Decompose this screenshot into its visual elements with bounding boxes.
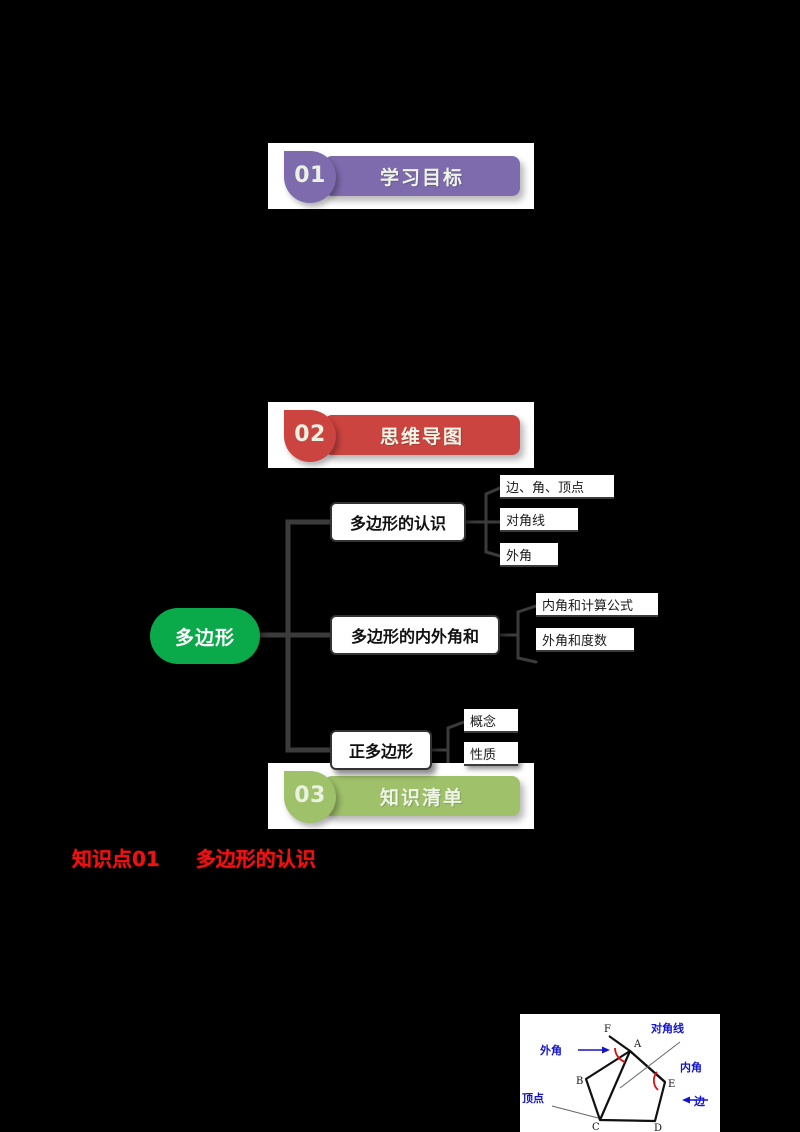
section-banner-02: 02 思维导图 (268, 402, 534, 468)
section-title-01: 学习目标 (379, 166, 464, 189)
mindmap-leaf-3-1: 概念 (464, 709, 518, 733)
annotation-side: 边 (693, 1094, 706, 1108)
knowledge-point-heading: 知识点01 多边形的认识 (72, 843, 316, 872)
section-banner-03: 03 知识清单 (268, 763, 534, 829)
exterior-ray-AF (608, 1035, 631, 1052)
section-title-pill-02: 思维导图 (324, 415, 520, 455)
mindmap-leaf-label-1-3: 外角 (506, 548, 533, 564)
knowledge-point-title: 多边形的认识 (195, 847, 316, 871)
vertex-label-E: E (668, 1079, 675, 1090)
polygon-figure-svg: F A B C D E 外角 对角线 内角 顶点 边 (522, 1021, 708, 1132)
section-title-02: 思维导图 (379, 425, 464, 448)
exterior-angle-arc (614, 1047, 626, 1063)
section-number-badge-01: 01 (284, 151, 336, 203)
mindmap-leaf-label-2-1: 内角和计算公式 (542, 598, 634, 614)
diagonal-AC (598, 1050, 632, 1121)
section-number-badge-02: 02 (284, 410, 336, 462)
annotation-vertex: 顶点 (522, 1091, 544, 1105)
section-title-pill-01: 学习目标 (324, 156, 520, 196)
mindmap-leaf-label-3-1: 概念 (470, 714, 497, 730)
section-number-badge-03: 03 (284, 771, 336, 823)
section-title-03: 知识清单 (379, 786, 464, 809)
mindmap-leaf-1-2: 对角线 (500, 508, 578, 532)
mindmap-branch-node-3: 正多边形 (330, 730, 432, 770)
annotation-diagonal: 对角线 (651, 1021, 684, 1035)
mindmap-leaf-1-1: 边、角、顶点 (500, 475, 614, 499)
section-banner-01: 01 学习目标 (268, 143, 534, 209)
mindmap-leaf-2-2: 外角和度数 (536, 628, 634, 652)
section-title-pill-03: 知识清单 (324, 776, 520, 816)
mindmap-leaf-2-1: 内角和计算公式 (536, 593, 658, 617)
mindmap-leaf-label-2-2: 外角和度数 (542, 633, 608, 649)
interior-angle-arc (652, 1071, 659, 1091)
mindmap-leaf-1-3: 外角 (500, 543, 558, 567)
mindmap-branch-label-2: 多边形的内外角和 (350, 627, 479, 646)
mindmap-leaf-label-3-2: 性质 (470, 747, 497, 763)
mindmap-leaf-label-1-1: 边、角、顶点 (506, 480, 585, 496)
section-number-03: 03 (294, 783, 326, 808)
vertex-label-D: D (654, 1123, 662, 1132)
knowledge-point-prefix: 知识点01 (72, 847, 160, 871)
mindmap-connectors (255, 486, 538, 776)
mindmap-branch-node-2: 多边形的内外角和 (330, 615, 500, 655)
side-arrow-head (682, 1096, 690, 1104)
vertex-label-C: C (592, 1122, 600, 1132)
mindmap-branch-node-1: 多边形的认识 (330, 502, 466, 542)
mindmap-root-label: 多边形 (174, 626, 235, 649)
vertex-pointer-line (551, 1105, 599, 1119)
vertex-label-B: B (576, 1076, 583, 1087)
mindmap-root-node: 多边形 (150, 608, 260, 664)
polygon-figure: F A B C D E 外角 对角线 内角 顶点 边 (520, 1014, 720, 1132)
mindmap-branch-label-1: 多边形的认识 (349, 514, 446, 533)
exterior-arrow-head (602, 1046, 610, 1054)
vertex-label-A: A (633, 1039, 642, 1050)
mindmap-leaf-3-2: 性质 (464, 742, 518, 766)
vertex-label-F: F (604, 1024, 611, 1035)
annotation-interior-angle: 内角 (680, 1060, 702, 1074)
diagonal-pointer-line (619, 1041, 681, 1089)
mindmap-leaf-label-1-2: 对角线 (506, 513, 546, 529)
mindmap-diagram: 多边形 多边形的认识 多边形的内外角和 正多边形 边、角、顶点 对角线 外角 内… (0, 460, 700, 780)
section-number-02: 02 (294, 422, 326, 447)
annotation-exterior-angle: 外角 (539, 1043, 562, 1057)
mindmap-branch-label-3: 正多边形 (348, 742, 413, 761)
section-number-01: 01 (294, 163, 326, 188)
